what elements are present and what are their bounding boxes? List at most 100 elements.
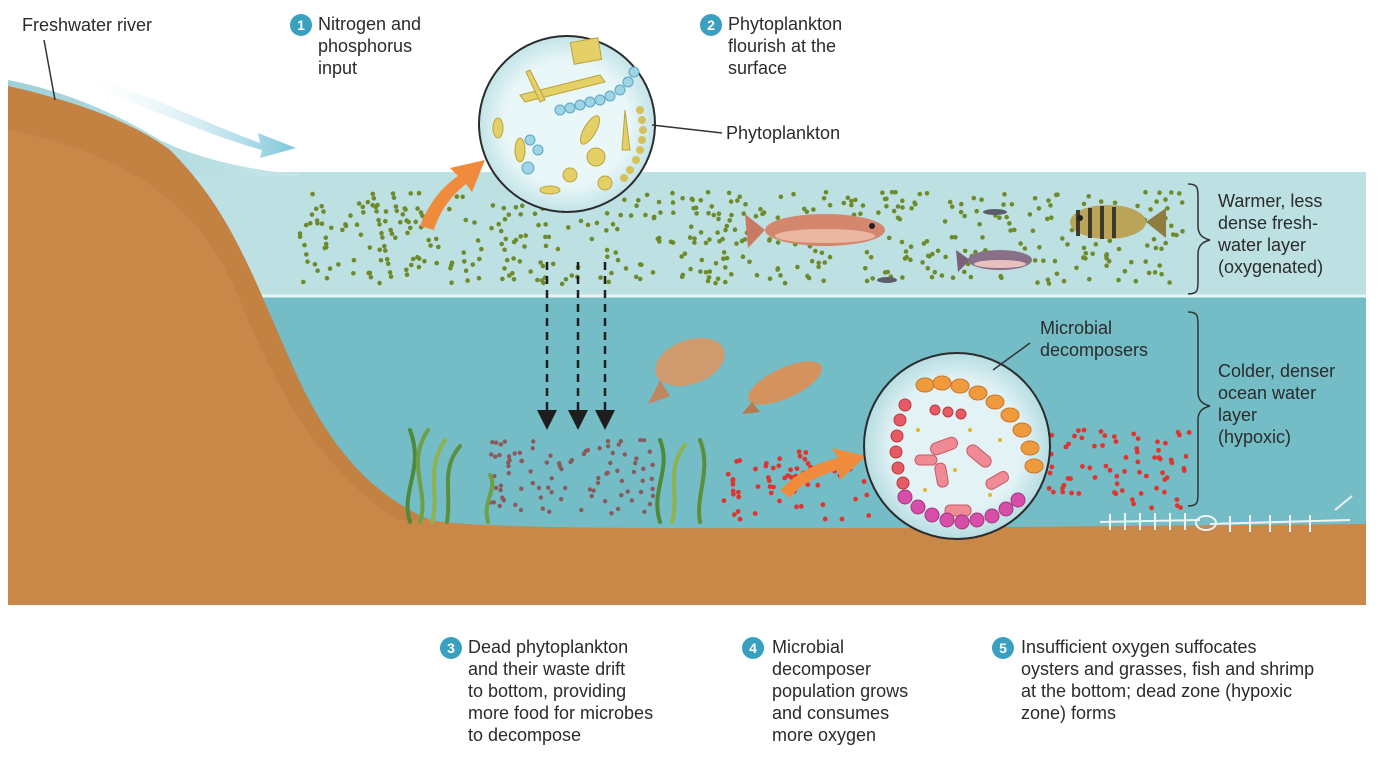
dead-plankton-dot	[507, 471, 511, 475]
dead-plankton-dot	[503, 439, 507, 443]
dead-plankton-dot	[519, 508, 523, 512]
microbe-dot	[799, 504, 804, 509]
microbe-dot	[722, 498, 727, 503]
phytoplankton-dot	[758, 207, 763, 212]
phytoplankton-dot	[861, 203, 866, 208]
phytoplankton-dot	[969, 275, 974, 280]
phytoplankton-dot	[1167, 280, 1172, 285]
phytoplankton-dot	[359, 233, 364, 238]
microbe-dot	[1100, 443, 1105, 448]
dead-plankton-dot	[641, 479, 645, 483]
phytoplankton-dot	[390, 231, 395, 236]
phytoplankton-dot	[533, 212, 538, 217]
phytoplankton-dot	[734, 241, 739, 246]
phytoplankton-dot	[715, 230, 720, 235]
microbe-dot	[1122, 469, 1127, 474]
phytoplankton-dot	[523, 233, 528, 238]
phytoplankton-dot	[471, 262, 476, 267]
step-3-text: Dead phytoplankton and their waste drift…	[468, 636, 653, 746]
dead-plankton-dot	[592, 488, 596, 492]
phytoplankton-dot	[963, 249, 968, 254]
phytoplankton-dot	[999, 275, 1004, 280]
dead-plankton-dot	[579, 508, 583, 512]
dead-plankton-dot	[596, 481, 600, 485]
microbe-dot	[1076, 428, 1081, 433]
dead-plankton-dot	[547, 510, 551, 514]
phytoplankton-dot	[720, 237, 725, 242]
phytoplankton-dot	[1177, 191, 1182, 196]
dead-plankton-dot	[616, 507, 620, 511]
phytoplankton-dot	[464, 268, 469, 273]
phytoplankton-dot	[1154, 199, 1159, 204]
microbe-dot	[756, 484, 761, 489]
phytoplankton-dot	[680, 196, 685, 201]
phytoplankton-dot	[1094, 242, 1099, 247]
phytoplankton-dot	[1045, 217, 1050, 222]
dead-plankton-dot	[620, 479, 624, 483]
microbe-dot	[1176, 430, 1181, 435]
microbe-dot	[1066, 442, 1071, 447]
phytoplankton-dot	[1086, 194, 1091, 199]
phytoplankton-dot	[887, 236, 892, 241]
dead-plankton-dot	[557, 461, 561, 465]
phytoplankton-dot	[595, 221, 600, 226]
microbe-dot	[1092, 444, 1097, 449]
phytoplankton-dot	[943, 219, 948, 224]
phytoplankton-dot	[1010, 202, 1015, 207]
dead-plankton-dot	[528, 469, 532, 473]
phytoplankton-dot	[324, 235, 329, 240]
microbe-dot	[1080, 464, 1085, 469]
phytoplankton-dot	[1153, 270, 1158, 275]
microbe-dot	[1079, 436, 1084, 441]
dead-plankton-dot	[513, 451, 517, 455]
phytoplankton-dot	[624, 266, 629, 271]
phytoplankton-dot	[865, 250, 870, 255]
dead-plankton-dot	[548, 454, 552, 458]
dead-plankton-dot	[603, 499, 607, 503]
dead-plankton-dot	[541, 507, 545, 511]
phytoplankton-dot	[1123, 269, 1128, 274]
phytoplankton-dot	[398, 220, 403, 225]
dead-plankton-dot	[590, 494, 594, 498]
phytoplankton-dot	[613, 250, 618, 255]
phytoplankton-dot	[828, 255, 833, 260]
dead-plankton-dot	[617, 442, 621, 446]
phytoplankton-dot	[1048, 203, 1053, 208]
phytoplankton-dot	[409, 263, 414, 268]
dead-plankton-dot	[606, 439, 610, 443]
phytoplankton-dot	[551, 262, 556, 267]
phytoplankton-dot	[1117, 247, 1122, 252]
phytoplankton-dot	[865, 279, 870, 284]
phytoplankton-dot	[528, 269, 533, 274]
phytoplankton-dot	[384, 209, 389, 214]
phytoplankton-dot	[725, 224, 730, 229]
phytoplankton-dot	[535, 278, 540, 283]
dead-plankton-dot	[650, 477, 654, 481]
phytoplankton-dot	[652, 215, 657, 220]
phytoplankton-dot	[1074, 266, 1079, 271]
phytoplankton-dot	[336, 262, 341, 267]
phytoplankton-dot	[377, 222, 382, 227]
phytoplankton-dot	[385, 257, 390, 262]
phytoplankton-dot	[405, 272, 410, 277]
microbe-bubble	[864, 353, 1050, 539]
phytoplankton-dot	[727, 191, 732, 196]
phytoplankton-dot	[688, 235, 693, 240]
phytoplankton-dot	[304, 252, 309, 257]
phytoplankton-dot	[491, 203, 496, 208]
step-4-badge: 4	[742, 637, 764, 659]
phytoplankton-dot	[310, 192, 315, 197]
phytoplankton-dot	[413, 220, 418, 225]
phytoplankton-dot	[1084, 251, 1089, 256]
microbe-dot	[803, 457, 808, 462]
microbe-dot	[1144, 474, 1149, 479]
microbe-dot	[771, 485, 776, 490]
microbe-dot	[1175, 503, 1180, 508]
phytoplankton-dot	[1054, 193, 1059, 198]
microbe-dot	[1048, 471, 1053, 476]
phytoplankton-dot	[1148, 207, 1153, 212]
phytoplankton-dot	[461, 250, 466, 255]
phytoplankton-dot	[1159, 272, 1164, 277]
phytoplankton-dot	[514, 205, 519, 210]
phytoplankton-dot	[959, 202, 964, 207]
